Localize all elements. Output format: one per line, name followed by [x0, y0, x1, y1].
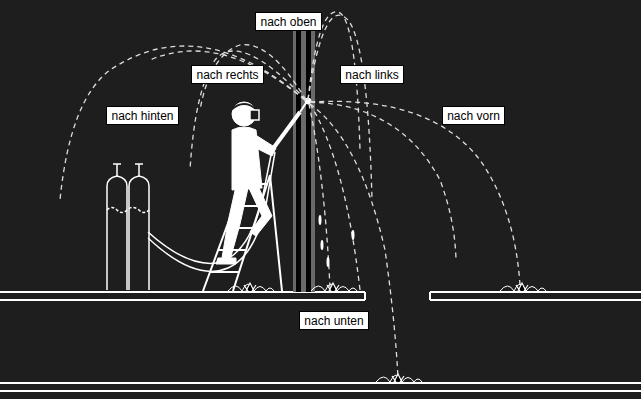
falling-drops — [319, 215, 355, 267]
direction-label: nach links — [345, 68, 398, 82]
direction-label: nach vorn — [447, 109, 500, 123]
direction-label: nach hinten — [111, 109, 173, 123]
direction-label-box: nach oben — [255, 12, 322, 31]
wall — [293, 12, 315, 292]
direction-label: nach unten — [304, 314, 363, 328]
spark-splashes — [228, 283, 546, 382]
welding-torch — [272, 98, 311, 150]
welder — [216, 102, 276, 264]
gas-cylinders — [107, 164, 149, 290]
direction-label: nach rechts — [196, 68, 258, 82]
direction-label-box: nach vorn — [442, 106, 505, 125]
direction-label-box: nach hinten — [106, 106, 179, 125]
direction-label: nach oben — [260, 15, 316, 29]
direction-label-box: nach rechts — [191, 65, 264, 84]
spark-paths — [60, 12, 520, 378]
floor — [0, 292, 641, 391]
direction-label-box: nach unten — [299, 311, 369, 330]
direction-label-box: nach links — [340, 65, 404, 84]
